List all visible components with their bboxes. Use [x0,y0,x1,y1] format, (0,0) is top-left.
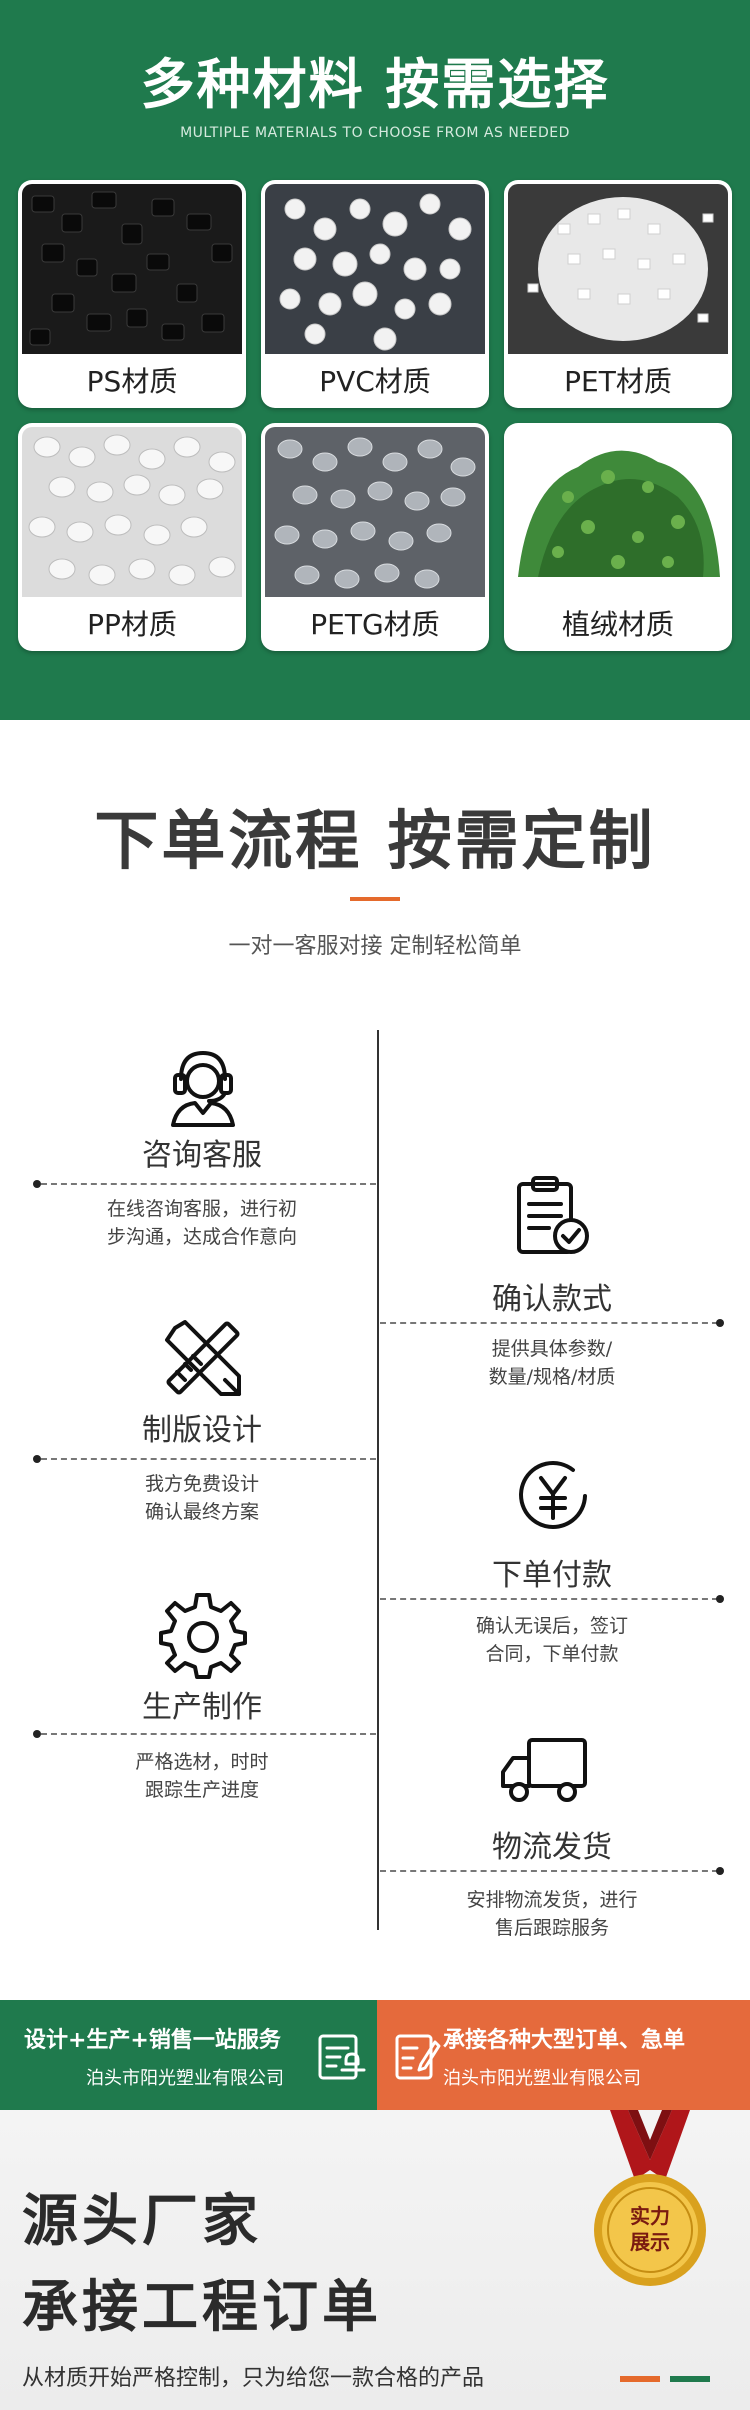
step-title-production: 生产制作 [142,1690,262,1725]
clipboard-check-icon [505,1170,601,1266]
step-desc-payment: 确认无误后，签订 合同，下单付款 [475,1615,628,1665]
decor-bar-orange [620,2376,660,2382]
medal-text-line1: 实力 [630,2204,670,2228]
material-label: PET材质 [564,365,672,398]
banner-main-text: 设计+生产+销售一站服务 [24,2028,281,2053]
material-label: PVC材质 [319,365,431,398]
step-desc-production: 严格选材，时时 跟踪生产进度 [135,1751,269,1801]
factory-headline-1: 源头厂家 [22,2189,262,2254]
decor-bar-green [670,2376,710,2382]
yuan-icon [505,1448,601,1544]
timeline-dash [41,1458,376,1460]
step-title-design: 制版设计 [142,1413,262,1448]
process-title: 下单流程 按需定制 [94,805,656,879]
banner-main-text: 承接各种大型订单、急单 [443,2028,686,2053]
timeline-dash [380,1322,718,1324]
timeline-line [377,1030,379,1930]
factory-section: 源头厂家 承接工程订单 从材质开始严格控制，只为给您一款合格的产品 实力 展示 [0,2110,750,2410]
material-label: PP材质 [87,608,177,641]
material-card-ps[interactable]: PS材质 [18,180,246,408]
large-orders-banner: 承接各种大型订单、急单 泊头市阳光塑业有限公司 [377,2000,750,2110]
process-subtitle: 一对一客服对接 定制轻松简单 [228,934,522,959]
edit-document-icon [391,2030,443,2082]
document-list-icon [316,2030,368,2082]
medal-text-line2: 展示 [630,2230,670,2254]
step-desc-logistics: 安排物流发货，进行 售后跟踪服务 [466,1889,638,1939]
material-card-pet[interactable]: PET材质 [504,180,732,408]
one-stop-service-banner: 设计+生产+销售一站服务 泊头市阳光塑业有限公司 [0,2000,377,2110]
timeline-dot [716,1595,724,1603]
materials-section: 多种材料 按需选择 MULTIPLE MATERIALS TO CHOOSE F… [0,0,750,720]
timeline-dash [380,1870,718,1872]
title-accent-bar [350,897,400,901]
banner-company-name: 泊头市阳光塑业有限公司 [443,2068,641,2089]
strength-medal-icon: 实力 展示 [580,2110,720,2300]
ps-pellets-image [22,184,242,354]
material-label: PS材质 [86,365,178,398]
material-card-pvc[interactable]: PVC材质 [261,180,489,408]
step-title-logistics: 物流发货 [492,1830,612,1865]
step-title-consult: 咨询客服 [142,1138,262,1173]
factory-headline-2: 承接工程订单 [22,2275,382,2340]
timeline-dot [33,1180,41,1188]
pet-pellets-image [508,184,728,354]
factory-slogan: 从材质开始严格控制，只为给您一款合格的产品 [22,2366,485,2391]
pencil-ruler-icon [155,1310,251,1406]
material-card-pp[interactable]: PP材质 [18,423,246,651]
timeline-dot [33,1455,41,1463]
gear-icon [155,1585,251,1681]
truck-icon [495,1720,591,1816]
materials-subtitle: MULTIPLE MATERIALS TO CHOOSE FROM AS NEE… [180,125,570,141]
banner-company-name: 泊头市阳光塑业有限公司 [86,2068,284,2089]
material-card-petg[interactable]: PETG材质 [261,423,489,651]
timeline-dash [41,1183,376,1185]
flocking-fiber-image [508,427,728,597]
timeline-dot [716,1319,724,1327]
timeline-dot [716,1867,724,1875]
material-card-flocking[interactable]: 植绒材质 [504,423,732,651]
step-desc-confirm: 提供具体参数/ 数量/规格/材质 [488,1338,616,1388]
material-label: PETG材质 [310,608,440,641]
step-desc-consult: 在线咨询客服，进行初 步沟通，达成合作意向 [106,1198,297,1248]
materials-title: 多种材料 按需选择 [140,53,610,116]
step-desc-design: 我方免费设计 确认最终方案 [144,1473,259,1523]
timeline-dash [380,1598,718,1600]
customer-service-icon [155,1035,251,1131]
petg-pellets-image [265,427,485,597]
step-title-payment: 下单付款 [492,1558,612,1593]
step-title-confirm: 确认款式 [492,1282,612,1317]
timeline-dash [41,1733,376,1735]
pp-pellets-image [22,427,242,597]
pvc-pellets-image [265,184,485,354]
material-label: 植绒材质 [561,608,674,641]
timeline-dot [33,1730,41,1738]
